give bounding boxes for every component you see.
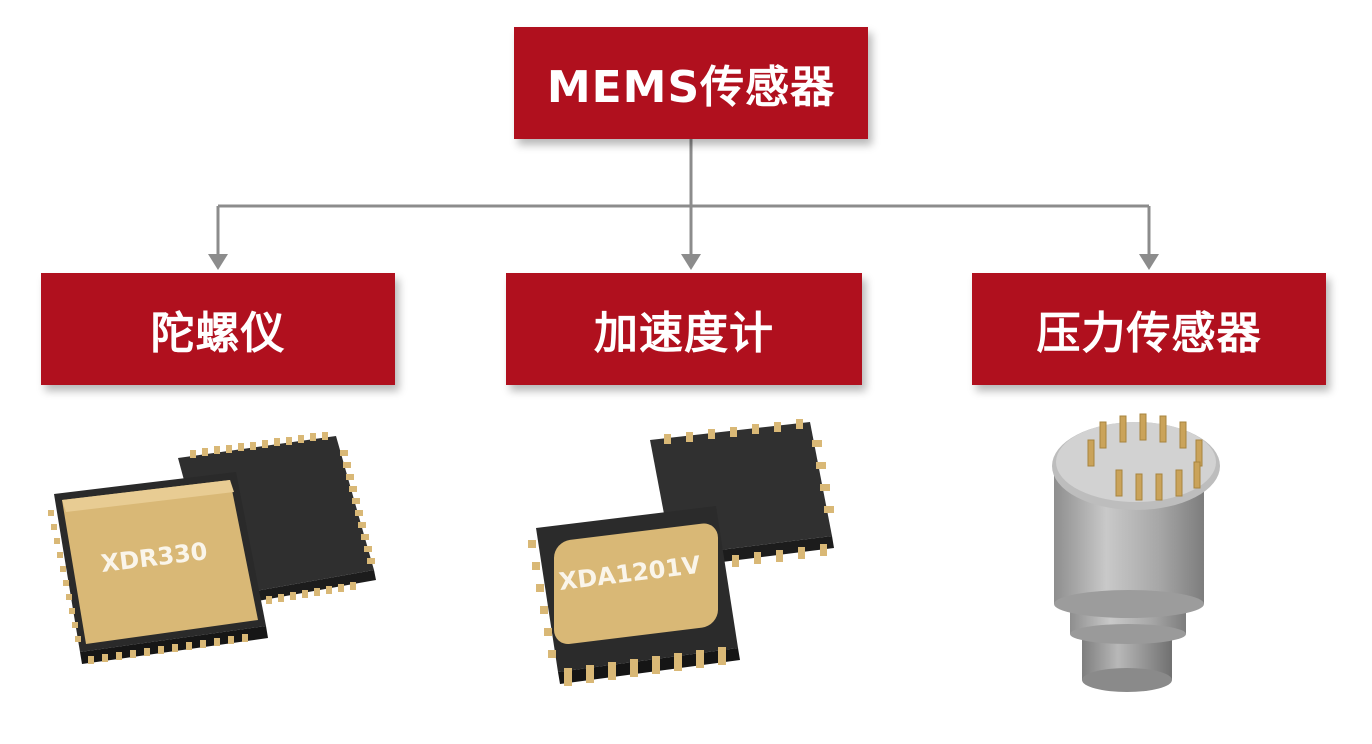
gyroscope-chip-front: XDR330	[48, 472, 268, 664]
pressure-sensor-pins	[1087, 413, 1203, 501]
child-node-label-pressure-sensor: 压力传感器	[1036, 308, 1262, 359]
root-node-mems-sensor: MEMS传感器	[514, 27, 868, 139]
child-node-pressure-sensor: 压力传感器	[972, 273, 1326, 385]
gyroscope-chip-image: XDR330	[48, 432, 376, 664]
arrowhead-accelerometer	[681, 254, 701, 270]
child-node-accelerometer: 加速度计	[506, 273, 862, 385]
accelerometer-chip-image: XDA1201V	[528, 419, 834, 686]
arrowhead-pressure-sensor	[1139, 254, 1159, 270]
child-node-label-accelerometer: 加速度计	[594, 308, 774, 359]
arrowhead-gyroscope	[208, 254, 228, 270]
child-node-gyroscope: 陀螺仪	[41, 273, 395, 385]
root-node-label: MEMS传感器	[546, 62, 836, 113]
pressure-sensor-image	[1052, 413, 1220, 692]
accelerometer-chip-front: XDA1201V	[528, 506, 740, 686]
child-node-label-gyroscope: 陀螺仪	[150, 308, 286, 359]
